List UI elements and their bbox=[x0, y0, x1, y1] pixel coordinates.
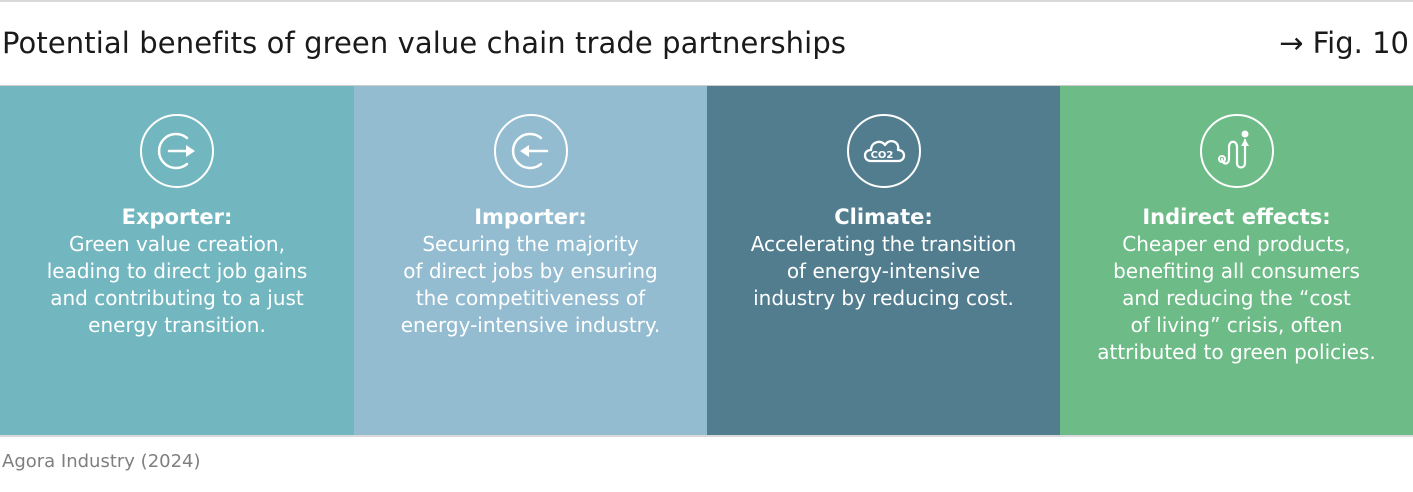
figure-title: Potential benefits of green value chain … bbox=[2, 26, 847, 60]
panel-heading: Exporter: bbox=[121, 205, 233, 229]
panel-heading: Climate: bbox=[834, 205, 933, 229]
benefit-panels: Exporter: Green value creation, leading … bbox=[0, 86, 1413, 435]
panel-body: Accelerating the transition of energy-in… bbox=[750, 232, 1017, 310]
figure-reference: → Fig. 10 bbox=[1279, 26, 1409, 60]
co2-label: CO2 bbox=[870, 150, 893, 161]
top-divider bbox=[0, 0, 1413, 2]
panel-indirect-effects: Indirect effects: Cheaper end products, … bbox=[1060, 86, 1413, 435]
source-note: Agora Industry (2024) bbox=[2, 451, 201, 472]
panel-heading: Importer: bbox=[474, 205, 587, 229]
panel-body: Green value creation, leading to direct … bbox=[46, 232, 308, 337]
panel-body: Securing the majority of direct jobs by … bbox=[400, 232, 661, 337]
co2-cloud-icon: CO2 bbox=[846, 114, 921, 188]
panel-body: Cheaper end products, benefiting all con… bbox=[1097, 232, 1376, 364]
header-divider bbox=[0, 85, 1413, 86]
path-route-icon bbox=[1199, 114, 1274, 188]
import-arrow-icon bbox=[493, 114, 568, 188]
panel-heading: Indirect effects: bbox=[1142, 205, 1331, 229]
panel-exporter: Exporter: Green value creation, leading … bbox=[0, 86, 354, 435]
export-arrow-icon bbox=[140, 114, 214, 188]
figure-header: Potential benefits of green value chain … bbox=[0, 20, 1413, 66]
panel-importer: Importer: Securing the majority of direc… bbox=[354, 86, 707, 435]
panel-climate: CO2 Climate: Accelerating the transition… bbox=[707, 86, 1060, 435]
bottom-divider bbox=[0, 435, 1413, 437]
